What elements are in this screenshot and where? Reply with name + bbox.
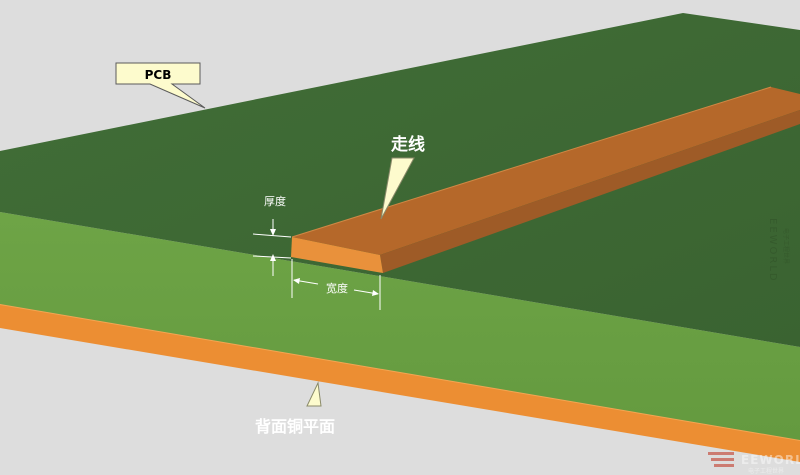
- pcb-label: PCB: [145, 68, 172, 82]
- width-arrowhead-left: [293, 278, 300, 284]
- watermark-logo-subtext: 电子工程世界: [748, 467, 784, 475]
- eeworld-watermark: EEWORLD 电子工程世界 EEWORLD 电子工程世界: [741, 218, 800, 475]
- trace-top-face: [292, 87, 800, 255]
- trace-label: 走线: [391, 134, 425, 155]
- thickness-arrowhead-top: [270, 229, 276, 236]
- width-label: 宽度: [326, 281, 348, 295]
- thickness-ext-top: [252, 233, 292, 238]
- watermark-logo-text: EEWORLD: [741, 453, 800, 467]
- trace-edge-highlight: [291, 86, 772, 238]
- thickness-arrowhead-bottom: [270, 254, 276, 261]
- watermark-vertical-subtext: 电子工程世界: [782, 228, 790, 264]
- watermark-vertical-text: EEWORLD: [767, 218, 778, 283]
- trace-callout-pointer: [380, 157, 415, 220]
- ground-plane-label: 背面铜平面: [255, 417, 335, 436]
- trace-front-face: [291, 237, 383, 273]
- logo-bar-2: [711, 458, 734, 461]
- logo-bar-3: [714, 464, 734, 467]
- eeworld-logo-icon: [708, 452, 734, 467]
- logo-bar-1: [708, 452, 734, 455]
- trace-side-face: [380, 110, 800, 273]
- width-arrowhead-right: [372, 290, 379, 296]
- pcb-callout: PCB: [115, 62, 206, 109]
- ground-plane-callout-pointer: [306, 381, 322, 407]
- thickness-label: 厚度: [264, 194, 286, 208]
- pcb-callout-shape: [115, 62, 206, 109]
- pcb-substrate-edge: [0, 212, 800, 440]
- copper-plane-edge: [0, 304, 800, 462]
